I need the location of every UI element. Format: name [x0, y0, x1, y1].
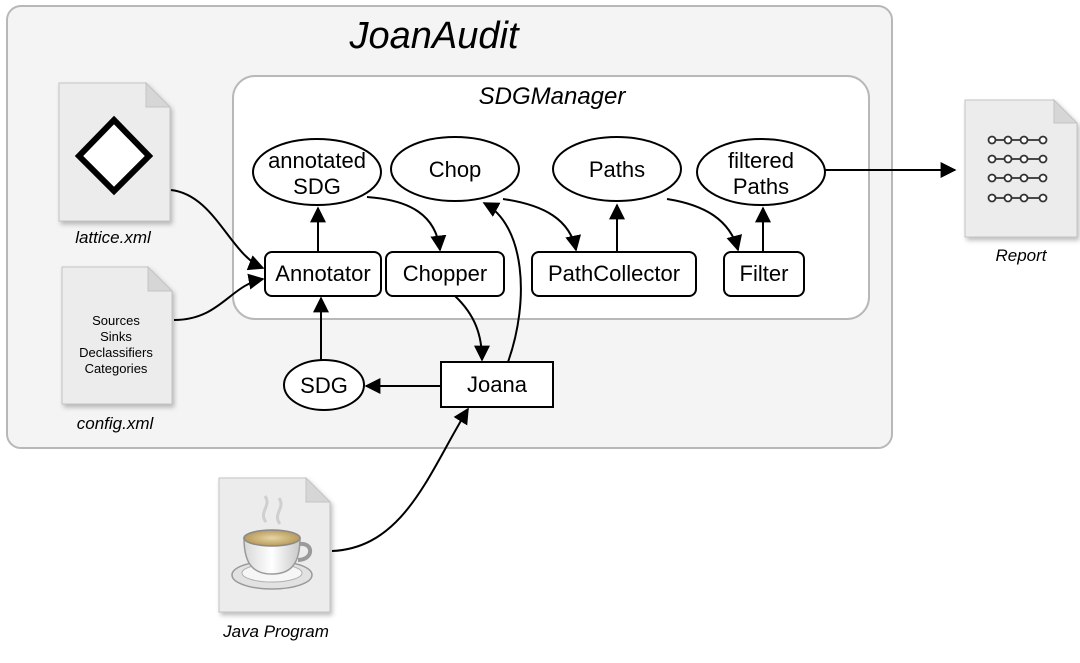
lattice-label: lattice.xml	[75, 228, 152, 247]
edge-joana-to-chop	[482, 202, 522, 363]
node-chopper: Chopper	[385, 251, 505, 297]
config-label: config.xml	[77, 414, 155, 433]
edge-java-to-joana	[331, 407, 469, 552]
joanaudit-title: JoanAudit	[348, 15, 519, 57]
node-filtered-paths: filtered Paths	[696, 138, 826, 206]
config-item-declassifiers: Declassifiers	[79, 345, 153, 360]
report-list-icon	[987, 135, 1048, 203]
annotated-sdg-line2: SDG	[293, 174, 341, 199]
node-chop: Chop	[390, 136, 520, 202]
node-sdg: SDG	[283, 359, 365, 411]
report-document	[964, 98, 1079, 238]
annotated-sdg-line1: annotated	[268, 148, 366, 173]
config-document	[61, 265, 174, 405]
diamond-icon	[74, 115, 154, 196]
report-label: Report	[995, 246, 1047, 265]
filtered-paths-line1: filtered	[728, 148, 794, 173]
node-filter: Filter	[723, 251, 805, 297]
filtered-paths-line2: Paths	[733, 174, 789, 199]
config-item-sinks: Sinks	[100, 329, 132, 344]
java-label: Java Program	[222, 622, 329, 641]
path-collector-label: PathCollector	[548, 261, 680, 286]
edge-annotated-sdg-to-chopper	[366, 196, 447, 252]
node-annotated-sdg: annotated SDG	[252, 138, 382, 206]
node-joana: Joana	[440, 361, 554, 408]
node-annotator: Annotator	[264, 251, 382, 297]
joana-label: Joana	[467, 372, 528, 397]
chopper-label: Chopper	[403, 261, 487, 286]
sdg-label: SDG	[300, 373, 348, 398]
node-paths: Paths	[552, 136, 682, 202]
edges	[170, 162, 957, 552]
chop-label: Chop	[429, 157, 482, 182]
annotator-label: Annotator	[275, 261, 370, 286]
edge-config-to-annotator	[173, 273, 265, 321]
config-item-categories: Categories	[85, 361, 148, 376]
edge-chopper-to-joana	[454, 295, 490, 362]
filter-label: Filter	[740, 261, 789, 286]
edge-chop-to-pathcollector	[502, 198, 582, 252]
config-item-sources: Sources	[92, 313, 140, 328]
paths-label: Paths	[589, 157, 645, 182]
edge-paths-to-filter	[666, 198, 743, 252]
edge-lattice-to-annotator	[170, 189, 265, 271]
coffee-cup-icon	[231, 495, 313, 590]
node-path-collector: PathCollector	[531, 251, 697, 297]
sdgmanager-title: SDGManager	[479, 83, 627, 110]
